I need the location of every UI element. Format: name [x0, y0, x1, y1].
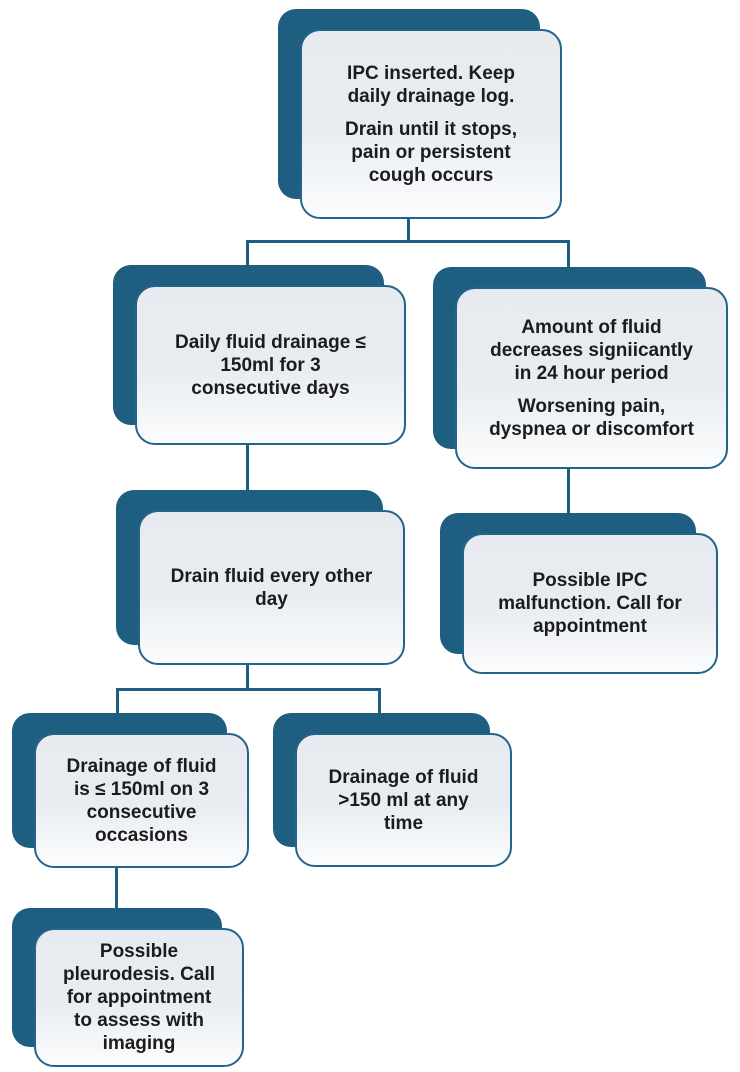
node-text: Amount of fluid decreases signiicantly i…	[490, 316, 693, 384]
node-text: Drainage of fluid is ≤ 150ml on 3 consec…	[66, 755, 217, 846]
connector-branch1-left-drop	[246, 240, 249, 267]
node-low-drainage-card: Daily fluid drainage ≤ 150ml for 3 conse…	[135, 285, 406, 445]
node-low-three-occasions-card: Drainage of fluid is ≤ 150ml on 3 consec…	[34, 733, 249, 868]
node-text: Drainage of fluid >150 ml at any time	[328, 766, 479, 834]
connector-start-stem	[407, 219, 410, 243]
node-high-any-time: Drainage of fluid >150 ml at any time	[273, 713, 512, 867]
node-text: Drain fluid every other day	[170, 565, 373, 610]
connector-branch1-horizontal	[246, 240, 570, 243]
node-significant-decrease: Amount of fluid decreases signiicantly i…	[433, 267, 728, 469]
connector-branch2-right-drop	[378, 688, 381, 715]
node-high-any-time-card: Drainage of fluid >150 ml at any time	[295, 733, 512, 867]
node-ipc-malfunction-card: Possible IPC malfunction. Call for appoi…	[462, 533, 718, 674]
node-low-drainage: Daily fluid drainage ≤ 150ml for 3 conse…	[113, 265, 406, 445]
connector-lowdrainage-to-drain	[246, 445, 249, 492]
node-significant-decrease-card: Amount of fluid decreases signiicantly i…	[455, 287, 728, 469]
node-drain-every-other-day-card: Drain fluid every other day	[138, 510, 405, 665]
connector-occasions-to-pleurodesis	[115, 868, 118, 911]
node-pleurodesis-card: Possible pleurodesis. Call for appointme…	[34, 928, 244, 1067]
connector-branch1-right-drop	[567, 240, 570, 269]
node-start-card: IPC inserted. Keep daily drainage log. D…	[300, 29, 562, 219]
node-drain-every-other-day: Drain fluid every other day	[116, 490, 405, 665]
node-pleurodesis: Possible pleurodesis. Call for appointme…	[12, 908, 244, 1067]
node-text: Possible pleurodesis. Call for appointme…	[62, 941, 216, 1054]
connector-decrease-to-malfunction	[567, 469, 570, 515]
node-text: Worsening pain, dyspnea or discomfort	[489, 395, 694, 440]
connector-branch2-horizontal	[116, 688, 381, 691]
node-start: IPC inserted. Keep daily drainage log. D…	[278, 9, 562, 219]
node-low-three-occasions: Drainage of fluid is ≤ 150ml on 3 consec…	[12, 713, 249, 868]
node-ipc-malfunction: Possible IPC malfunction. Call for appoi…	[440, 513, 718, 674]
node-text: Drain until it stops, pain or persistent…	[344, 118, 518, 186]
connector-drain-stem	[246, 665, 249, 690]
node-text: Daily fluid drainage ≤ 150ml for 3 conse…	[175, 331, 366, 399]
node-text: IPC inserted. Keep daily drainage log.	[347, 62, 515, 107]
connector-branch2-left-drop	[116, 688, 119, 715]
node-text: Possible IPC malfunction. Call for appoi…	[498, 570, 682, 637]
